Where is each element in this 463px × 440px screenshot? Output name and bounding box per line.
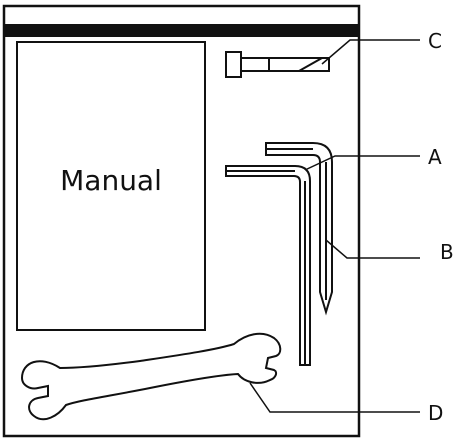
callout-line-b (325, 239, 420, 259)
callout-line-d (249, 382, 420, 413)
callout-label-c: C (428, 29, 442, 53)
callout-label-b: B (440, 240, 454, 264)
callout-line-a (304, 155, 420, 171)
callout-line-c (321, 39, 420, 65)
package-frame (2, 4, 361, 438)
callout-label-d: D (428, 401, 443, 425)
manual-booklet (16, 41, 206, 331)
wrench-icon (20, 332, 282, 421)
callout-label-a: A (428, 145, 442, 169)
manual-label: Manual (60, 164, 162, 197)
callout-lines (249, 39, 420, 413)
bolt-icon (225, 51, 330, 78)
hex-key-large-icon (225, 165, 311, 366)
package-top-band (4, 24, 359, 37)
